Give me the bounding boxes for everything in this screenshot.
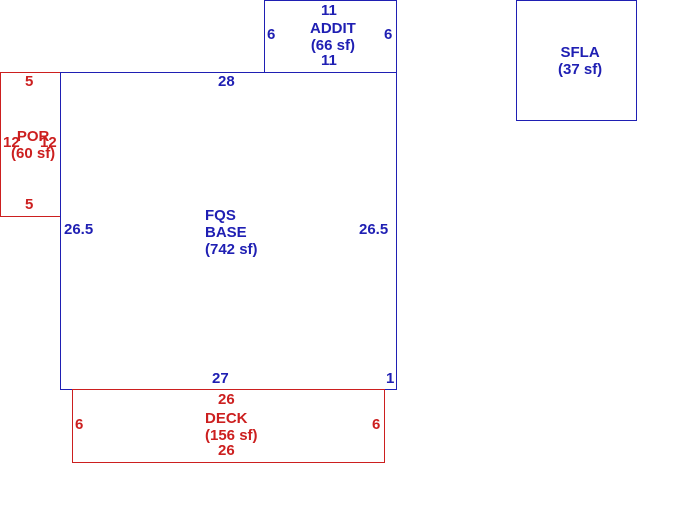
deck-area <box>72 389 385 463</box>
por-name: POR <box>16 128 50 145</box>
base-left-dimension: 26.5 <box>64 221 94 238</box>
base-label: FQS BASE (742 sf) <box>205 207 258 258</box>
deck-name: DECK <box>205 410 248 427</box>
deck-bottom-dimension: 26 <box>218 442 235 459</box>
por-area-size: (60 sf) <box>11 145 56 162</box>
sfla-area <box>516 0 637 121</box>
addit-left-dimension: 6 <box>267 26 276 43</box>
por-bottom-dimension: 5 <box>25 196 34 213</box>
base-top-dimension: 28 <box>218 73 235 90</box>
base-bottom-dimension: 27 <box>212 370 229 387</box>
addit-bottom-dimension: 11 <box>321 52 337 69</box>
por-top-dimension: 5 <box>25 73 34 90</box>
base-corner-dimension: 1 <box>386 370 395 387</box>
base-name-line2: BASE <box>205 224 247 241</box>
addit-area-size: (66 sf) <box>310 37 355 54</box>
deck-top-dimension: 26 <box>218 391 235 408</box>
base-right-dimension: 26.5 <box>359 221 389 238</box>
por-left-dimension: 12 <box>3 134 20 151</box>
addit-label: ADDIT (66 sf) <box>310 20 356 54</box>
deck-label: DECK (156 sf) <box>205 410 258 444</box>
por-label: POR (60 sf) <box>11 128 55 162</box>
base-name-line1: FQS <box>205 207 236 224</box>
por-right-dimension: 12 <box>40 134 57 151</box>
base-area-size: (742 sf) <box>205 241 258 258</box>
deck-area-size: (156 sf) <box>205 427 258 444</box>
addit-top-dimension: 11 <box>321 2 337 19</box>
deck-right-dimension: 6 <box>372 416 381 433</box>
sfla-label: SFLA (37 sf) <box>558 44 602 78</box>
addit-name: ADDIT <box>310 20 356 37</box>
addit-right-dimension: 6 <box>384 26 393 43</box>
deck-left-dimension: 6 <box>75 416 84 433</box>
sfla-name: SFLA <box>560 44 600 61</box>
sfla-area-size: (37 sf) <box>558 61 603 78</box>
